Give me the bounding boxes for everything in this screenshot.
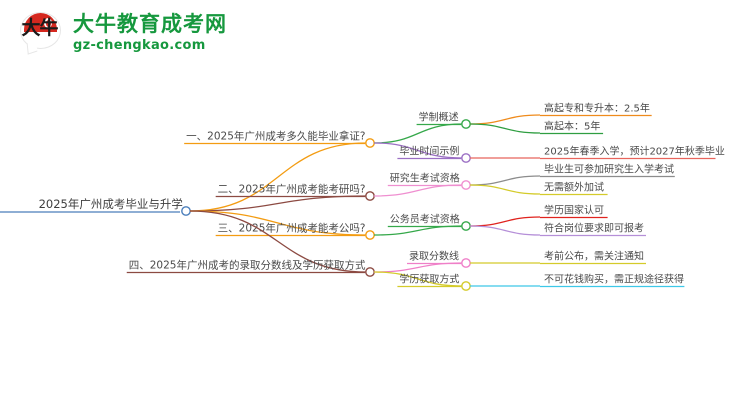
mindmap-edge bbox=[373, 142, 463, 159]
mindmap-branch-label: 一、2025年广州成考多久能毕业拿证? bbox=[186, 130, 365, 143]
mindmap-leaf-label: 无需额外加试 bbox=[544, 181, 604, 194]
mindmap-root-label: 2025年广州成考毕业与升学 bbox=[39, 197, 183, 211]
mindmap-subnode-node[interactable] bbox=[461, 221, 471, 231]
mindmap-subnode-node[interactable] bbox=[461, 258, 471, 268]
mindmap-subnode-node[interactable] bbox=[461, 119, 471, 129]
mindmap-leaf-label: 高起本：5年 bbox=[544, 120, 600, 133]
logo-title: 大牛教育成考网 bbox=[73, 11, 227, 36]
mindmap-edge bbox=[373, 271, 463, 287]
mindmap-edge bbox=[469, 216, 541, 227]
mindmap-edge bbox=[469, 184, 541, 195]
mindmap-leaf-label: 2025年春季入学，预计2027年秋季毕业 bbox=[544, 145, 725, 158]
mindmap-edge bbox=[469, 114, 541, 125]
mindmap-subnode-node[interactable] bbox=[461, 180, 471, 190]
mindmap-subnode-node[interactable] bbox=[461, 153, 471, 163]
mindmap-root-node[interactable] bbox=[181, 206, 191, 216]
mindmap-subnode-label: 学历获取方式 bbox=[399, 273, 459, 286]
mindmap-edge bbox=[373, 262, 463, 273]
mindmap-edge bbox=[189, 210, 367, 236]
bull-nose-dot-icon bbox=[44, 18, 52, 28]
mindmap-edge bbox=[189, 210, 367, 273]
mindmap-leaf-label: 不可花钱购买，需正规途径获得 bbox=[544, 273, 684, 286]
mindmap-branch-node[interactable] bbox=[365, 230, 375, 240]
mindmap-branch-node[interactable] bbox=[365, 191, 375, 201]
mindmap-edge bbox=[469, 123, 541, 134]
mindmap-leaf-label: 符合岗位要求即可报考 bbox=[544, 222, 644, 235]
mindmap-branch-node[interactable] bbox=[365, 138, 375, 148]
mindmap-subnode-label: 学制概述 bbox=[419, 111, 459, 124]
mindmap-leaf-label: 毕业生可参加研究生入学考试 bbox=[544, 163, 674, 176]
mindmap-edge bbox=[189, 142, 367, 212]
mindmap-branch-label: 三、2025年广州成考能考公吗? bbox=[218, 222, 366, 235]
mindmap-subnode-label: 毕业时间示例 bbox=[399, 145, 459, 158]
mindmap-branch-label: 四、2025年广州成考的录取分数线及学历获取方式 bbox=[129, 259, 366, 272]
mindmap-subnode-label: 公务员考试资格 bbox=[390, 213, 460, 226]
logo-subtitle: gz-chengkao.com bbox=[73, 37, 206, 53]
logo-text-block: 大牛教育成考网 gz-chengkao.com bbox=[73, 11, 227, 53]
mindmap-leaf-label: 学历国家认可 bbox=[544, 204, 604, 217]
mindmap-leaf-label: 考前公布，需关注通知 bbox=[544, 250, 644, 263]
logo-mark-text: 大牛 bbox=[21, 17, 58, 39]
mindmap-subnode-label: 录取分数线 bbox=[409, 250, 459, 263]
mindmap-subnode-label: 研究生考试资格 bbox=[390, 172, 460, 185]
logo-mark-icon: 大牛 bbox=[18, 10, 64, 55]
mindmap-edge bbox=[373, 225, 463, 236]
site-logo: 大牛 大牛教育成考网 gz-chengkao.com bbox=[18, 10, 227, 55]
mindmap-leaf-label: 高起专和专升本：2.5年 bbox=[544, 102, 650, 115]
mindmap-subnode-node[interactable] bbox=[461, 281, 471, 291]
mindmap-edge bbox=[469, 225, 541, 236]
mindmap-branch-label: 二、2025年广州成考能考研吗? bbox=[218, 183, 366, 196]
mindmap-branch-node[interactable] bbox=[365, 267, 375, 277]
mindmap-edge bbox=[373, 123, 463, 144]
mindmap-edge bbox=[469, 175, 541, 186]
mindmap-edge bbox=[373, 184, 463, 197]
